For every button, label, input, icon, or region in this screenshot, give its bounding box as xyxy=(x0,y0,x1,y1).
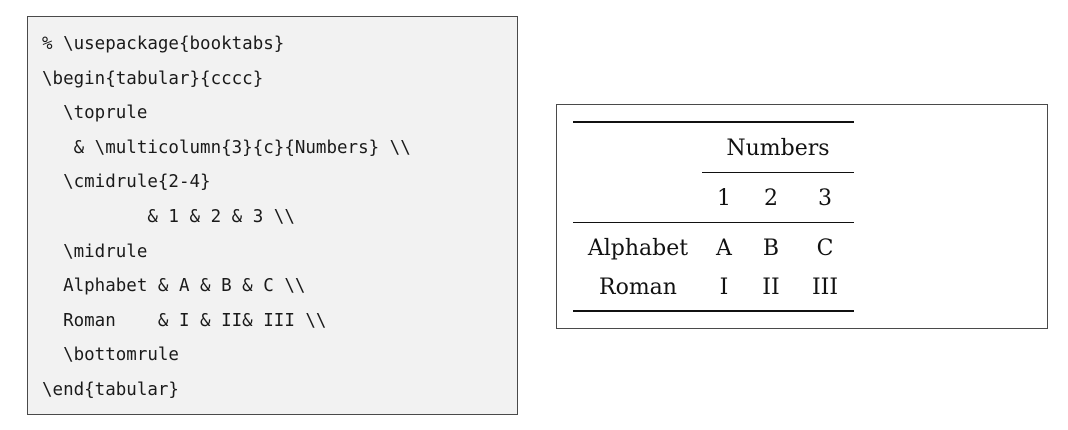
code-line-2: \begin{tabular}{cccc} xyxy=(42,68,264,89)
code-line-3: \toprule xyxy=(42,103,148,124)
code-line-4: & \multicolumn{3}{c}{Numbers} \\ xyxy=(42,137,411,158)
cmid-rule xyxy=(702,172,854,173)
latex-source-code: % \usepackage{booktabs} \begin{tabular}{… xyxy=(27,16,518,415)
bottom-rule xyxy=(573,310,854,312)
rendered-table: Numbers 1 2 3 Alphabet A B C Roman I II … xyxy=(556,104,1048,329)
top-rule xyxy=(573,121,854,123)
cell-roman-2: II xyxy=(762,275,780,300)
mid-rule xyxy=(573,222,854,223)
cell-roman-1: I xyxy=(719,275,729,300)
cell-roman-3: III xyxy=(811,275,839,300)
cell-alphabet-3: C xyxy=(816,236,834,261)
code-line-5: \cmidrule{2-4} xyxy=(42,172,211,193)
column-header-1: 1 xyxy=(717,186,731,211)
code-line-10: \bottomrule xyxy=(42,345,179,366)
row-label-roman: Roman xyxy=(599,275,677,300)
code-line-1: % \usepackage{booktabs} xyxy=(42,34,285,54)
column-header-2: 2 xyxy=(764,186,778,211)
code-line-7: \midrule xyxy=(42,241,148,262)
code-line-6: & 1 & 2 & 3 \\ xyxy=(42,206,295,227)
column-header-3: 3 xyxy=(818,186,832,211)
cell-alphabet-2: B xyxy=(762,236,780,261)
cell-alphabet-1: A xyxy=(716,236,732,261)
code-line-11: \end{tabular} xyxy=(42,379,179,400)
row-label-alphabet: Alphabet xyxy=(587,236,689,261)
code-line-8: Alphabet & A & B & C \\ xyxy=(42,276,306,297)
code-line-9: Roman & I & II& III \\ xyxy=(42,310,327,331)
group-header-numbers: Numbers xyxy=(726,136,830,161)
